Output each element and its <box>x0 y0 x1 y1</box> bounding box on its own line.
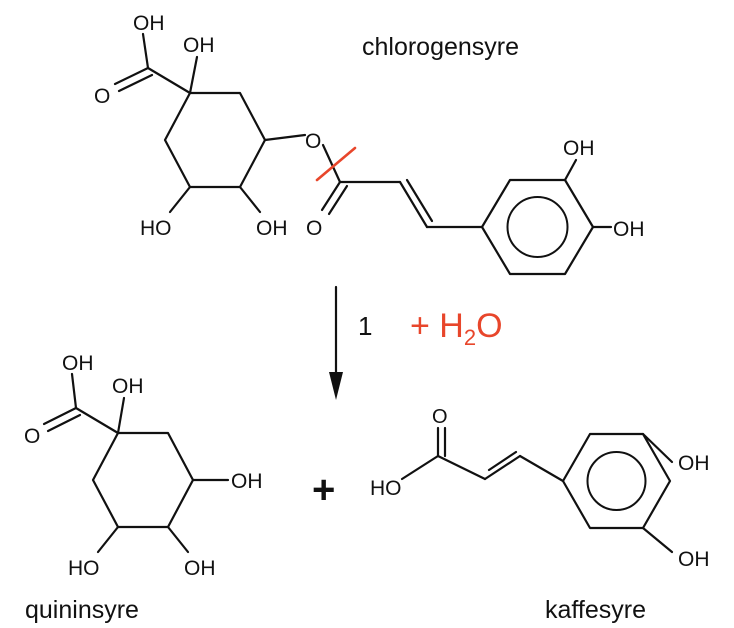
atom-ho-left: HO <box>140 217 172 240</box>
atom-p1-acid-oh: OH <box>62 352 94 375</box>
bond-ho-left <box>168 185 192 214</box>
atom-p1-ho-left: HO <box>68 557 100 580</box>
bond-carbonyl-1 <box>320 180 342 212</box>
atom-p1-c1-oh: OH <box>112 375 144 398</box>
bond-p1-c1-oh <box>116 396 126 435</box>
bond-p2-chain-3 <box>518 454 565 483</box>
atom-p1-oh-right: OH <box>231 470 263 493</box>
atom-p2-ho: HO <box>370 477 402 500</box>
quinic-ring <box>163 91 267 189</box>
bond-p1-cooh-o-1 <box>42 406 78 426</box>
atom-acid-o: O <box>94 85 110 108</box>
bond-p2-ho-c <box>400 454 440 481</box>
atom-acid-oh: OH <box>133 12 165 35</box>
bond-ester-o-c <box>321 143 342 184</box>
atom-oh-mid: OH <box>256 217 288 240</box>
atom-ring-oh-top: OH <box>563 137 595 160</box>
quinic-acid-structure: OH OH O OH HO OH <box>24 352 263 580</box>
water-plus-h: + H <box>410 307 464 345</box>
caffeic-acid-structure: O HO OH OH <box>370 406 710 571</box>
bond-cooh-oh <box>141 32 150 70</box>
bond-p2-chain-2b <box>487 450 518 472</box>
atom-carbonyl-o: O <box>306 217 322 240</box>
bond-ring-oh-top <box>563 158 578 182</box>
bond-p1-ho-left <box>96 525 120 554</box>
aromatic-ring <box>480 178 595 276</box>
arrow-head <box>329 372 343 400</box>
aromatic-circle <box>506 196 569 258</box>
bond-oh-mid <box>238 185 262 214</box>
bond-ring-ester-o <box>263 133 307 142</box>
atom-p2-ring-oh-bottom: OH <box>678 548 710 571</box>
bond-p2-ring-oh-top <box>641 432 674 464</box>
bond-p1-c1-cooh <box>74 406 120 435</box>
product-2-name: kaffesyre <box>545 596 646 624</box>
products-plus: + <box>312 468 335 512</box>
atom-ester-o: O <box>305 130 321 153</box>
reaction-arrow <box>329 285 343 400</box>
cleavage-mark <box>315 146 357 182</box>
bond-p2-chain-1 <box>436 454 487 481</box>
reactant-name: chlorogensyre <box>362 33 519 61</box>
atom-p2-ring-oh-top: OH <box>678 452 710 475</box>
atom-p2-carbonyl-o: O <box>432 406 448 428</box>
atom-p1-oh-mid: OH <box>184 557 216 580</box>
bond-chain-2b <box>405 178 434 223</box>
bond-cooh-o-1 <box>113 66 150 86</box>
step-number: 1 <box>358 311 372 341</box>
product-1-name: quininsyre <box>25 596 139 624</box>
bond-c1-oh <box>188 55 199 95</box>
bond-carbonyl-2 <box>327 184 349 216</box>
bond-cooh-o-2 <box>117 73 154 93</box>
atom-c1-oh: OH <box>183 34 215 57</box>
atom-p1-acid-o: O <box>24 425 40 448</box>
p2-aromatic-ring <box>561 432 672 530</box>
bond-c1-cooh <box>146 66 192 95</box>
chlorogenic-acid-structure: OH OH O O HO OH O OH OH <box>94 12 645 276</box>
bond-p2-chain-2 <box>483 454 522 481</box>
bond-p1-oh-mid <box>166 525 190 554</box>
bond-p1-cooh-o-2 <box>46 413 82 433</box>
quinic-product-ring <box>91 431 195 529</box>
p2-aromatic-circle <box>586 451 647 511</box>
atom-ring-oh-bottom: OH <box>613 218 645 241</box>
water-subscript: 2 <box>464 325 476 350</box>
water-reagent: + H2O <box>410 307 503 350</box>
bond-p2-ring-oh-bottom <box>641 526 674 554</box>
water-o: O <box>476 307 502 345</box>
bond-chain-2 <box>398 180 429 229</box>
bond-p1-cooh-oh <box>70 372 78 410</box>
